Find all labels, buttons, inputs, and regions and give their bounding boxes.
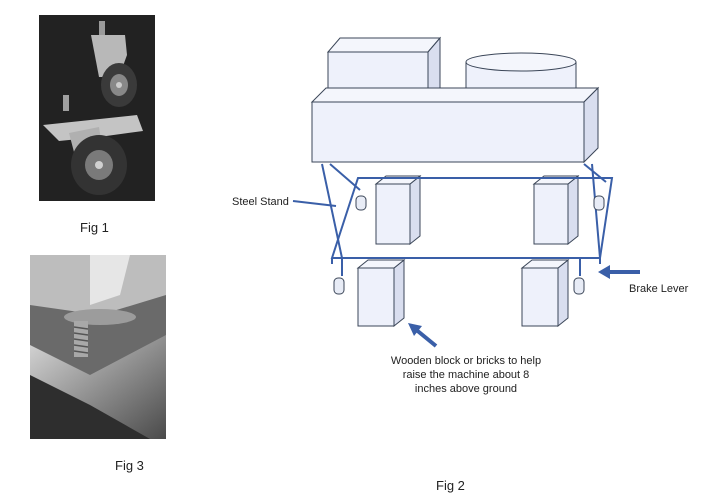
steel-stand-pointer xyxy=(292,200,337,207)
wooden-block-label-line2: raise the machine about 8 xyxy=(402,369,530,381)
caster-wheel-bottom-icon xyxy=(43,95,143,195)
caster-wheel-top-icon xyxy=(91,21,137,107)
wooden-block-label-line3: inches above ground xyxy=(414,383,518,395)
front-casters xyxy=(333,277,585,295)
fig1-caption: Fig 1 xyxy=(80,220,109,235)
brake-lever-label: Brake Lever xyxy=(629,283,689,295)
bolt-thread-icon xyxy=(73,321,89,357)
fig3-caption: Fig 3 xyxy=(115,458,144,473)
wooden-block-front-right xyxy=(520,258,570,328)
wooden-block-label-line1: Wooden block or bricks to help xyxy=(390,355,542,367)
fig1-caster-photo xyxy=(39,15,155,201)
wooden-block-label: Wooden block or bricks to help raise the… xyxy=(378,354,554,396)
wooden-block-back-left xyxy=(374,174,422,246)
wooden-block-arrow-icon xyxy=(408,323,438,348)
steel-stand-label: Steel Stand xyxy=(232,196,289,208)
machine-body xyxy=(310,86,600,164)
wooden-block-front-left xyxy=(356,258,406,328)
fig3-bolt-photo xyxy=(30,255,166,439)
fig2-caption: Fig 2 xyxy=(436,478,465,493)
brake-lever-arrow-icon xyxy=(598,265,640,279)
back-casters xyxy=(355,195,605,211)
wooden-block-back-right xyxy=(532,174,580,246)
steel-stand-frame xyxy=(330,177,614,276)
